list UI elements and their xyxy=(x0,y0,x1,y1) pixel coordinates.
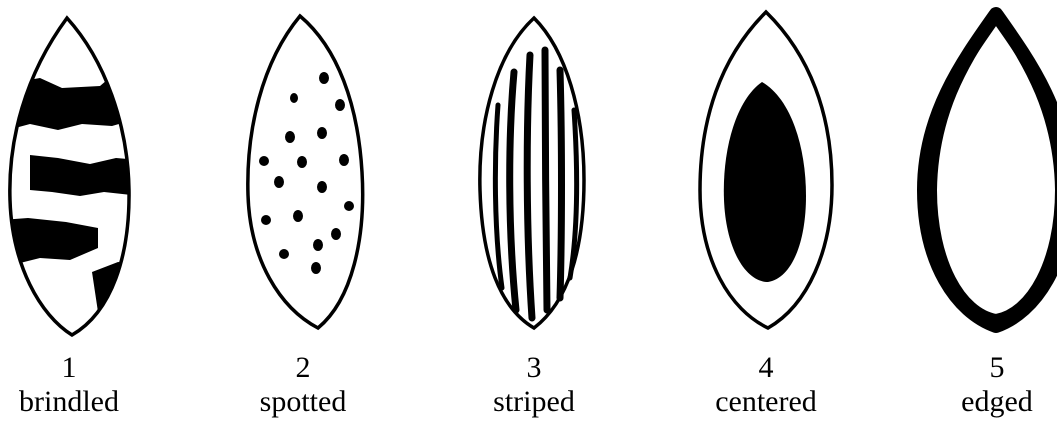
pattern-label: centered xyxy=(666,385,866,419)
pattern-label: brindled xyxy=(0,385,169,419)
pattern-number: 2 xyxy=(203,351,403,385)
brindle-band-2 xyxy=(30,155,140,196)
pattern-label: edged xyxy=(897,385,1057,419)
pattern-number: 5 xyxy=(897,351,1057,385)
spotted-leaf-icon xyxy=(248,16,363,328)
caption-brindled: 1 brindled xyxy=(0,351,169,419)
caption-spotted: 2 spotted xyxy=(203,351,403,419)
pattern-number: 4 xyxy=(666,351,866,385)
centered-leaf-icon xyxy=(700,12,832,328)
pattern-label: spotted xyxy=(203,385,403,419)
pattern-number: 3 xyxy=(434,351,634,385)
pattern-number: 1 xyxy=(0,351,169,385)
striped-leaf-icon xyxy=(480,18,584,328)
leaf-outline xyxy=(248,16,363,328)
pattern-label: striped xyxy=(434,385,634,419)
caption-centered: 4 centered xyxy=(666,351,866,419)
caption-edged: 5 edged xyxy=(897,351,1057,419)
brindled-leaf-icon xyxy=(0,18,140,340)
caption-striped: 3 striped xyxy=(434,351,634,419)
edged-leaf-icon xyxy=(924,14,1057,326)
